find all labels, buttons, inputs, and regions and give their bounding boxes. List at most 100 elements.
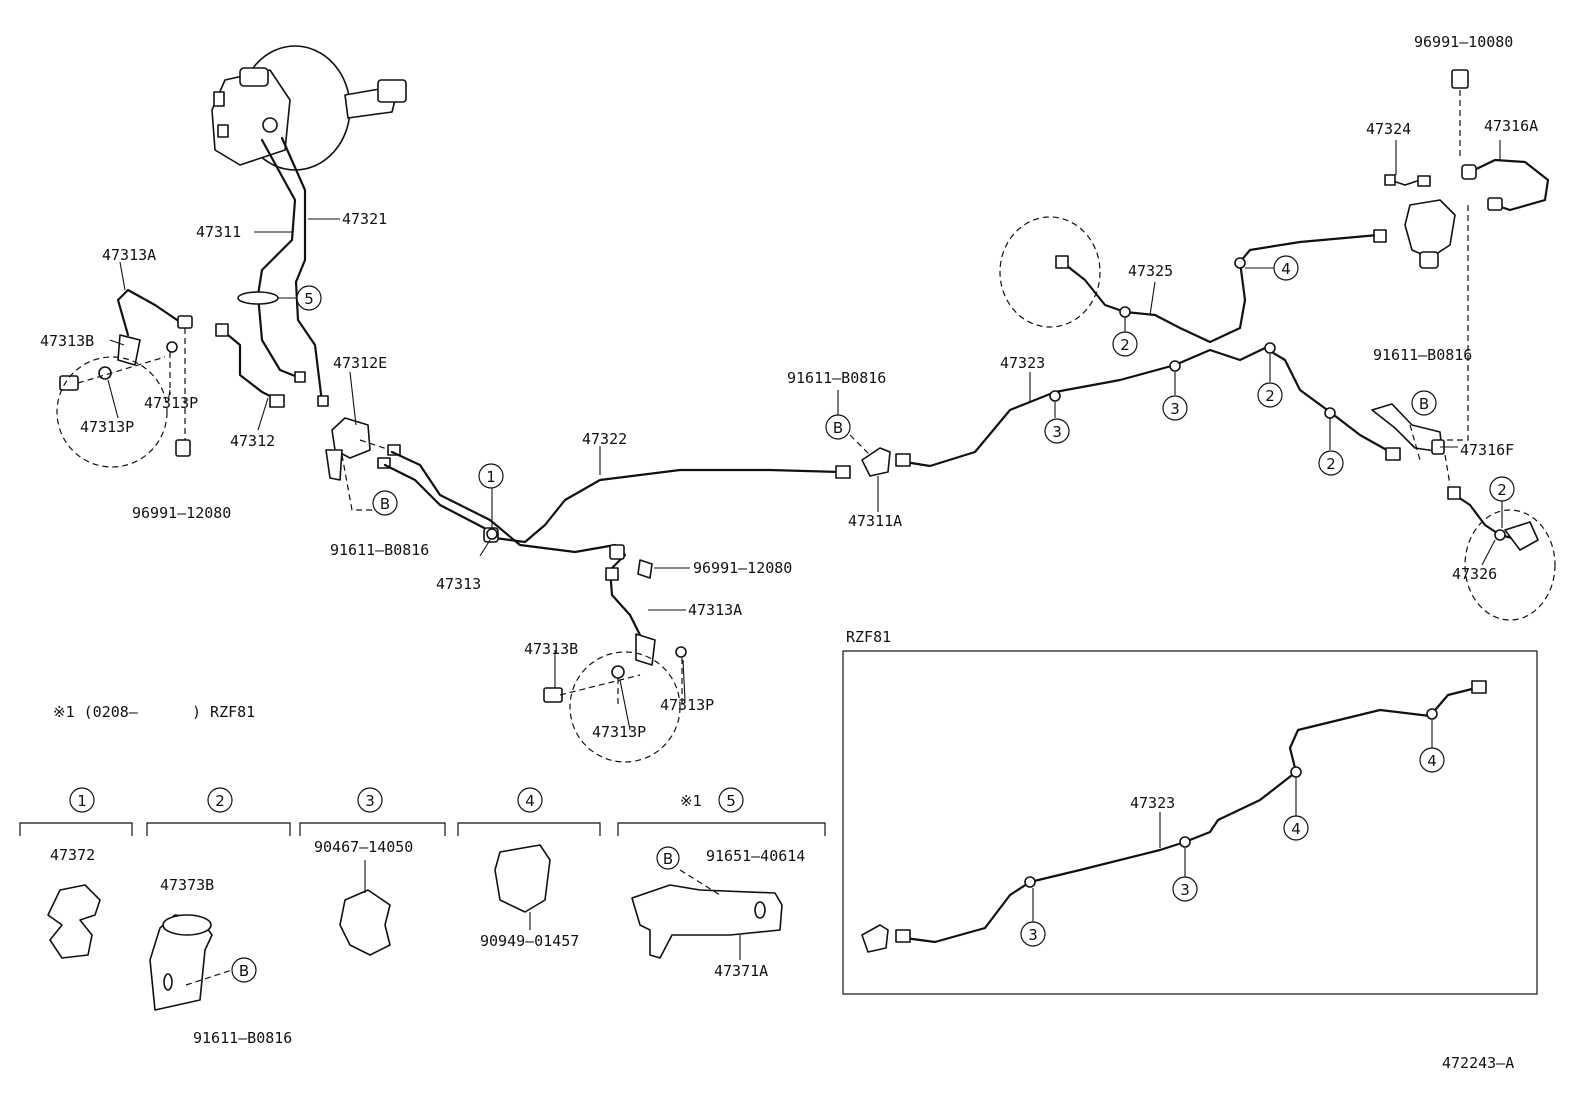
valve-47324 <box>1404 199 1456 259</box>
svg-text:2: 2 <box>1497 481 1507 499</box>
label-96991-12080-mid: 96991—12080 <box>693 559 792 577</box>
label-47313B-mid: 47313B <box>524 640 578 658</box>
pipe-47323-inset <box>903 686 1478 944</box>
label-47372: 47372 <box>50 846 95 864</box>
hose-47313A-top <box>116 288 182 337</box>
clamp-47372 <box>47 884 101 959</box>
callout-2-a: 2 <box>1112 331 1138 357</box>
svg-text:3: 3 <box>1180 881 1190 899</box>
svg-text:4: 4 <box>1291 820 1301 838</box>
legend-2: 2 <box>146 787 291 1011</box>
label-47313B-top: 47313B <box>40 332 94 350</box>
callout-B-left: B <box>372 490 398 516</box>
svg-text:1: 1 <box>486 468 496 486</box>
leader-lines <box>107 140 1503 731</box>
callout-1-mid: 1 <box>478 463 504 489</box>
legend-1: 1 <box>19 787 133 959</box>
label-47324: 47324 <box>1366 120 1411 138</box>
label-47316A: 47316A <box>1484 117 1538 135</box>
callout-3-a: 3 <box>1044 418 1070 444</box>
pipe-47313 <box>390 450 617 554</box>
svg-text:5: 5 <box>304 290 314 308</box>
label-note-x1: ※1 (0208— ) RZF81 <box>53 703 255 721</box>
callout-2-c: 2 <box>1318 450 1344 476</box>
label-47313P-top2: 47313P <box>80 418 134 436</box>
svg-text:4: 4 <box>1281 260 1291 278</box>
callout-4-a: 4 <box>1273 255 1299 281</box>
callout-3-box-b: 3 <box>1020 921 1046 947</box>
clamp-5-top <box>237 291 279 305</box>
callout-B-mid: B <box>825 414 851 440</box>
hose-47316A <box>1468 158 1550 212</box>
label-47326: 47326 <box>1452 565 1497 583</box>
svg-text:B: B <box>663 850 673 868</box>
label-47313P-mid1: 47313P <box>660 696 714 714</box>
callout-2-d: 2 <box>1489 476 1515 502</box>
pipe-47322 <box>493 468 842 544</box>
label-47311: 47311 <box>196 223 241 241</box>
label-90467: 90467—14050 <box>314 838 413 856</box>
label-doc-id: 472243—A <box>1442 1054 1514 1072</box>
label-47313A-top: 47313A <box>102 246 156 264</box>
clip-90467-14050 <box>339 889 391 956</box>
label-47316F: 47316F <box>1460 441 1514 459</box>
pipe-47321 <box>280 136 324 404</box>
svg-text:1: 1 <box>77 792 87 810</box>
bracket-47371A <box>631 884 783 959</box>
svg-text:3: 3 <box>1170 400 1180 418</box>
legend-5: ※1 5 <box>617 787 826 960</box>
callout-B-right: B <box>1411 390 1437 416</box>
label-91611-bottom: 91611—B0816 <box>193 1029 292 1047</box>
svg-text:3: 3 <box>365 792 375 810</box>
bracket-47311A <box>861 447 891 477</box>
svg-text:4: 4 <box>1427 752 1437 770</box>
pipe-47326 <box>1450 491 1522 542</box>
label-47313A-mid: 47313A <box>688 601 742 619</box>
label-47311A: 47311A <box>848 512 902 530</box>
label-47323-box: 47323 <box>1130 794 1175 812</box>
clip-96991-10080 <box>1451 69 1469 89</box>
callout-B-91651: B <box>656 846 680 870</box>
label-47373B: 47373B <box>160 876 214 894</box>
brake-booster-assembly <box>211 45 407 171</box>
callout-circles: 5 1 B B 2 4 3 3 2 2 B 2 B B 4 4 3 3 <box>231 255 1515 983</box>
label-47312: 47312 <box>230 432 275 450</box>
label-47321: 47321 <box>342 210 387 228</box>
callout-2-b: 2 <box>1257 382 1283 408</box>
label-47323-main: 47323 <box>1000 354 1045 372</box>
pipe-47325 <box>1060 233 1380 344</box>
svg-text:2: 2 <box>215 792 225 810</box>
label-96991-12080-left: 96991—12080 <box>132 504 231 522</box>
callout-B-bottom: B <box>231 957 257 983</box>
pipe-clamps <box>486 257 1506 541</box>
callout-3-b: 3 <box>1162 395 1188 421</box>
svg-text:B: B <box>833 419 843 437</box>
callout-4-box-b: 4 <box>1283 815 1309 841</box>
label-rzf81-box: RZF81 <box>846 628 891 646</box>
svg-text:5: 5 <box>726 792 736 810</box>
label-91611-left: 91611—B0816 <box>330 541 429 559</box>
svg-text:3: 3 <box>1052 423 1062 441</box>
label-96991-10080: 96991—10080 <box>1414 33 1513 51</box>
svg-text:2: 2 <box>1265 387 1275 405</box>
callout-3-box-a: 3 <box>1172 876 1198 902</box>
legend-3: 3 <box>299 787 446 956</box>
label-90949: 90949—01457 <box>480 932 579 950</box>
svg-text:※1: ※1 <box>680 792 702 810</box>
label-47312E: 47312E <box>333 354 387 372</box>
rzf81-inset-frame <box>842 650 1538 995</box>
label-91611-mid: 91611—B0816 <box>787 369 886 387</box>
pipe-47312 <box>220 328 284 404</box>
svg-text:4: 4 <box>525 792 535 810</box>
svg-text:B: B <box>1419 395 1429 413</box>
label-47313P-mid2: 47313P <box>592 723 646 741</box>
svg-text:2: 2 <box>1326 455 1336 473</box>
svg-text:B: B <box>239 962 249 980</box>
label-91651: 91651—40614 <box>706 847 805 865</box>
pipe-47311 <box>256 138 302 380</box>
label-47313: 47313 <box>436 575 481 593</box>
pipe-47323-main <box>903 346 1394 468</box>
label-47325: 47325 <box>1128 262 1173 280</box>
clip-96991-12080-mid <box>637 559 653 579</box>
